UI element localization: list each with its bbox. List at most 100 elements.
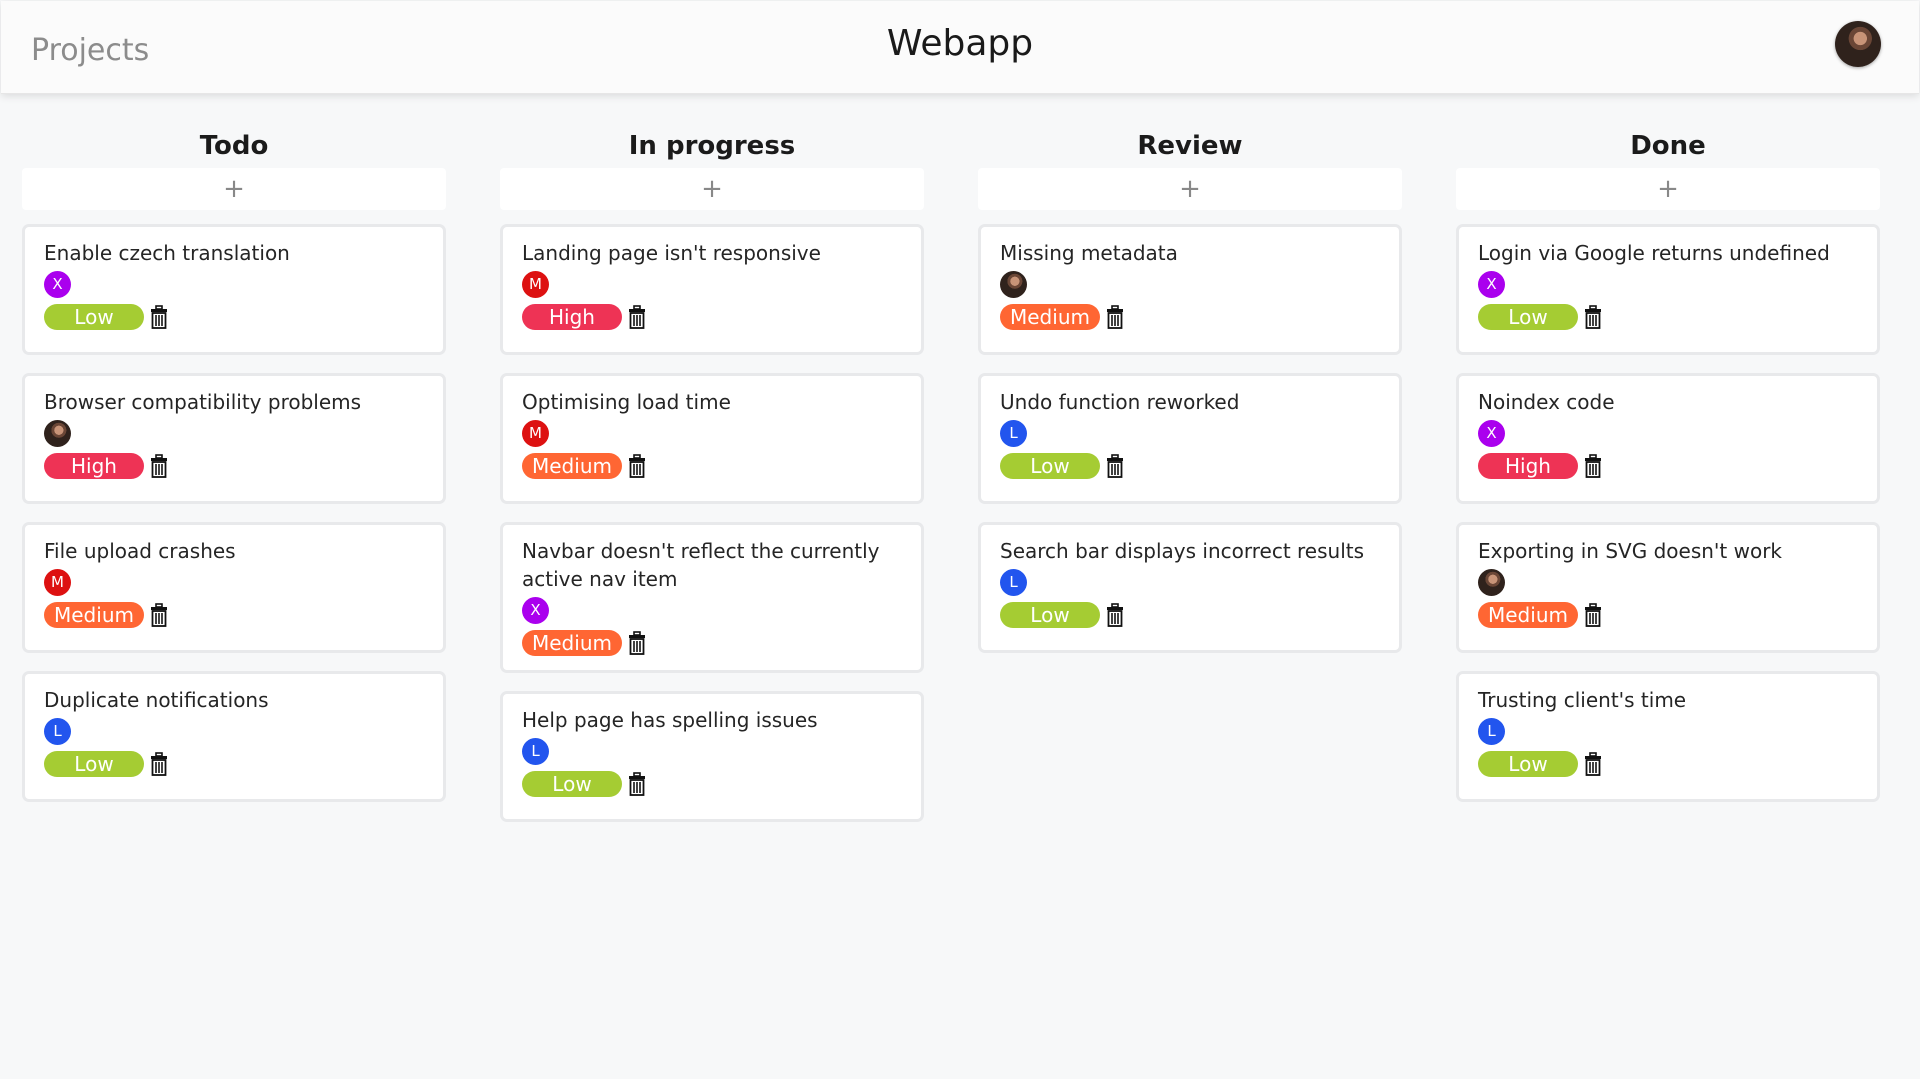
trash-icon[interactable] [150, 602, 168, 628]
assignee-avatar[interactable]: M [522, 420, 549, 447]
trash-icon[interactable] [150, 304, 168, 330]
column-title: In progress [628, 131, 796, 161]
card-footer: Medium [1478, 600, 1859, 630]
priority-badge[interactable]: Low [1478, 751, 1578, 777]
priority-badge[interactable]: High [522, 304, 622, 330]
task-title: Login via Google returns undefined [1478, 241, 1830, 265]
assignee-avatar[interactable]: X [1478, 420, 1505, 447]
projects-link[interactable]: Projects [31, 33, 150, 68]
card-footer: Medium [1000, 302, 1381, 332]
task-title: Navbar doesn't reflect the currently act… [522, 539, 880, 591]
trash-icon[interactable] [1106, 602, 1124, 628]
trash-icon[interactable] [1584, 304, 1602, 330]
priority-badge[interactable]: Medium [522, 630, 622, 656]
trash-icon[interactable] [150, 751, 168, 777]
assignee-avatar[interactable]: M [44, 569, 71, 596]
assignee-avatar[interactable]: M [522, 271, 549, 298]
trash-icon[interactable] [1106, 304, 1124, 330]
column-title: Todo [199, 131, 269, 161]
assignee-avatar[interactable] [44, 420, 71, 447]
assignee-avatar[interactable]: X [522, 597, 549, 624]
top-bar: Projects Webapp [1, 1, 1919, 94]
priority-badge[interactable]: Medium [1000, 304, 1100, 330]
trash-icon[interactable] [1584, 602, 1602, 628]
trash-icon[interactable] [1584, 751, 1602, 777]
card-footer: Medium [522, 451, 903, 481]
trash-icon[interactable] [628, 304, 646, 330]
card-footer: Low [44, 749, 425, 779]
trash-icon[interactable] [1106, 453, 1124, 479]
priority-badge[interactable]: Low [1478, 304, 1578, 330]
card-footer: Medium [522, 628, 903, 658]
add-card-button[interactable]: + [978, 168, 1402, 210]
app-title: Webapp [886, 23, 1034, 64]
assignee-avatar[interactable]: L [44, 718, 71, 745]
priority-badge[interactable]: Low [1000, 453, 1100, 479]
priority-badge[interactable]: High [1478, 453, 1578, 479]
trash-icon[interactable] [1584, 453, 1602, 479]
trash-icon[interactable] [150, 453, 168, 479]
task-title: Trusting client's time [1478, 688, 1687, 712]
card-footer: Low [522, 769, 903, 799]
task-title: Help page has spelling issues [522, 708, 818, 732]
trash-icon[interactable] [628, 630, 646, 656]
task-title: Landing page isn't responsive [522, 241, 821, 265]
add-card-button[interactable]: + [22, 168, 446, 210]
priority-badge[interactable]: Medium [522, 453, 622, 479]
card-footer: Low [1478, 749, 1859, 779]
priority-badge[interactable]: Low [44, 304, 144, 330]
priority-badge[interactable]: Low [1000, 602, 1100, 628]
assignee-avatar[interactable]: L [1478, 718, 1505, 745]
card-footer: Medium [44, 600, 425, 630]
assignee-avatar[interactable]: X [44, 271, 71, 298]
priority-badge[interactable]: Low [522, 771, 622, 797]
priority-badge[interactable]: Medium [44, 602, 144, 628]
card-footer: Low [1000, 600, 1381, 630]
column-title: Review [1137, 131, 1243, 161]
assignee-avatar[interactable]: X [1478, 271, 1505, 298]
task-title: Browser compatibility problems [44, 390, 362, 414]
add-card-button[interactable]: + [1456, 168, 1880, 210]
card-footer: Low [44, 302, 425, 332]
priority-badge[interactable]: High [44, 453, 144, 479]
trash-icon[interactable] [628, 453, 646, 479]
column-done: Done + Login via Google returns undefine… [1456, 128, 1880, 822]
add-card-button[interactable]: + [500, 168, 924, 210]
user-avatar[interactable] [1835, 21, 1881, 67]
assignee-avatar[interactable]: L [1000, 420, 1027, 447]
task-card[interactable]: Navbar doesn't reflect the currently act… [500, 522, 924, 673]
task-title: File upload crashes [44, 539, 236, 563]
task-title: Undo function reworked [1000, 390, 1240, 414]
priority-badge[interactable]: Low [44, 751, 144, 777]
priority-badge[interactable]: Medium [1478, 602, 1578, 628]
task-title: Noindex code [1478, 390, 1615, 414]
assignee-avatar[interactable] [1000, 271, 1027, 298]
assignee-avatar[interactable]: L [1000, 569, 1027, 596]
task-title: Exporting in SVG doesn't work [1478, 539, 1783, 563]
assignee-avatar[interactable] [1478, 569, 1505, 596]
card-footer: Low [1000, 451, 1381, 481]
trash-icon[interactable] [628, 771, 646, 797]
assignee-avatar[interactable]: L [522, 738, 549, 765]
